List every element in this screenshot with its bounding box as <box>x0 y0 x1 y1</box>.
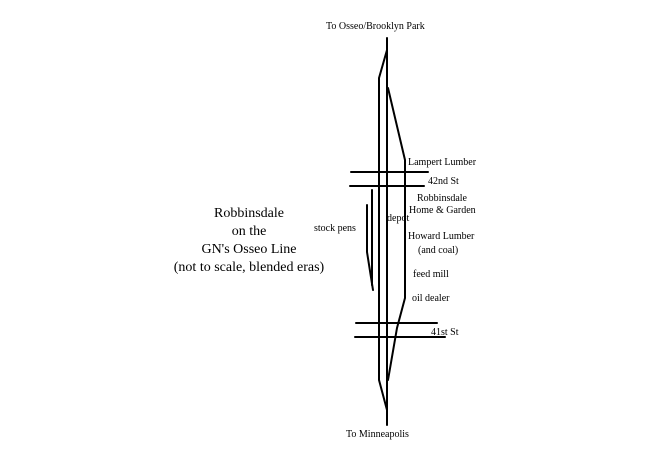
label-and-coal: (and coal) <box>418 245 459 256</box>
title-line-2: on the <box>231 224 267 239</box>
diagram-title: Robbinsdale on the GN's Osseo Line (not … <box>166 205 332 277</box>
title-line-4: (not to scale, blended eras) <box>173 260 325 275</box>
label-lampert-lumber: Lampert Lumber <box>408 157 477 168</box>
label-oil-dealer: oil dealer <box>412 293 450 304</box>
label-to-minneapolis: To Minneapolis <box>346 429 409 440</box>
title-line-3: GN's Osseo Line <box>201 242 297 257</box>
label-robbinsdale-hg-2: Home & Garden <box>409 205 476 216</box>
label-depot: depot <box>387 213 410 224</box>
label-robbinsdale-hg-1: Robbinsdale <box>417 193 467 204</box>
label-42nd-st: 42nd St <box>428 176 459 187</box>
title-line-1: Robbinsdale <box>214 206 284 221</box>
east-spur <box>387 87 406 381</box>
label-41st-st: 41st St <box>431 327 459 338</box>
west-siding <box>378 49 388 411</box>
label-feed-mill: feed mill <box>413 269 449 280</box>
label-howard-lumber: Howard Lumber <box>408 231 475 242</box>
label-to-osseo: To Osseo/Brooklyn Park <box>326 21 425 32</box>
label-stock-pens: stock pens <box>314 223 356 234</box>
